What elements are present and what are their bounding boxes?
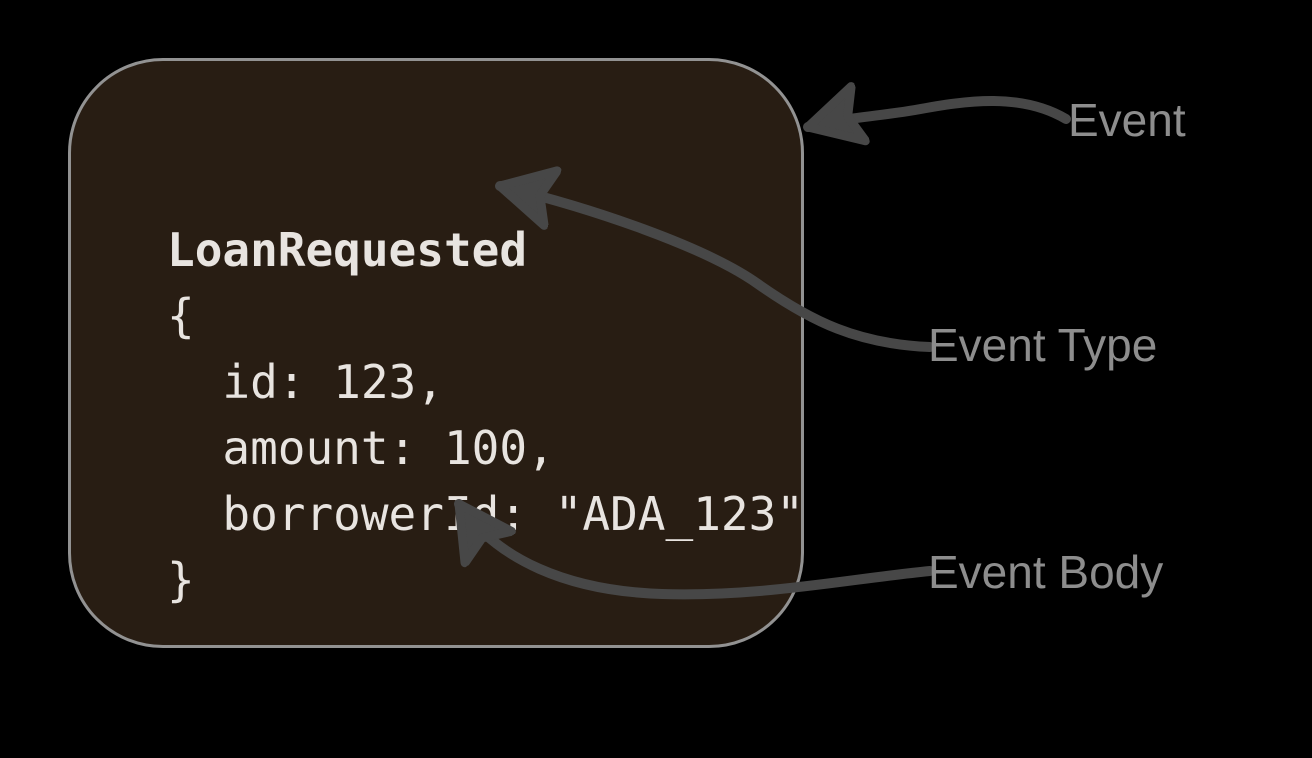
- event-code-block: LoanRequested { id: 123, amount: 100, bo…: [167, 217, 804, 613]
- event-body-text: { id: 123, amount: 100, borrowerId: "ADA…: [167, 289, 804, 607]
- event-label: Event: [1068, 94, 1186, 146]
- event-body-label: Event Body: [928, 546, 1164, 598]
- event-arrow: [803, 101, 1071, 127]
- event-type-text: LoanRequested: [167, 223, 528, 277]
- event-type-label: Event Type: [928, 319, 1158, 371]
- event-card: LoanRequested { id: 123, amount: 100, bo…: [68, 58, 804, 648]
